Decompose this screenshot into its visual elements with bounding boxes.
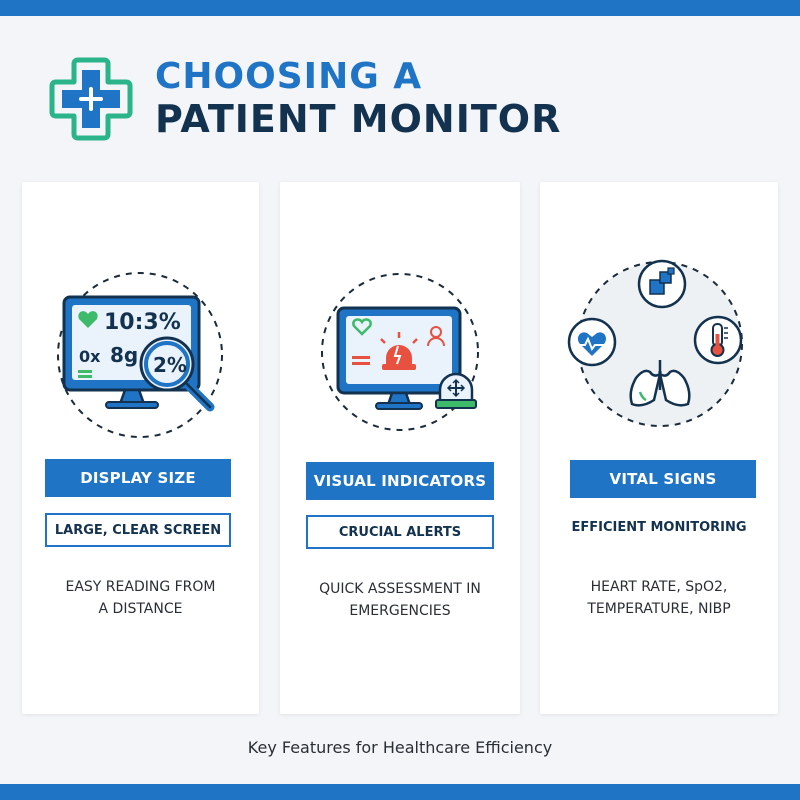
card-title-vital-signs: VITAL SIGNS [570, 460, 756, 498]
person-icon [427, 326, 445, 347]
description-line: HEART RATE, SpO2, [590, 579, 728, 595]
description-line: TEMPERATURE, NIBP [587, 601, 731, 617]
magnifier-icon [139, 336, 215, 412]
heart-icon [352, 318, 372, 336]
card-subtitle-vital-signs: EFFICIENT MONITORING [571, 520, 747, 535]
monitor-reading-1: 10:3% [104, 310, 181, 335]
footer-caption: Key Features for Healthcare Efficiency [247, 738, 553, 757]
card-description-display-size: EASY READING FROM A DISTANCE [22, 576, 259, 620]
monitor-reading-2a: 0x [79, 347, 101, 366]
description-line: EMERGENCIES [349, 603, 451, 619]
page-title-line1: CHOOSING A [155, 56, 423, 97]
oximeter-icon [637, 259, 687, 309]
display-size-illustration: 10:3% 0x 8g 2% [57, 272, 223, 438]
magnified-reading: 2% [153, 353, 187, 377]
siren-icon [380, 332, 418, 370]
card-description-visual-indicators: QUICK ASSESSMENT IN EMERGENCIES [280, 578, 520, 622]
thermometer-icon [693, 315, 743, 365]
feature-card-visual-indicators: VISUAL INDICATORS CRUCIAL ALERTS QUICK A… [280, 182, 520, 714]
visual-indicators-illustration [321, 273, 479, 431]
page-title-line2: PATIENT MONITOR [155, 97, 562, 141]
card-description-vital-signs: HEART RATE, SpO2, TEMPERATURE, NIBP [540, 576, 778, 620]
card-subtitle-display-size: LARGE, CLEAR SCREEN [45, 513, 231, 547]
card-subtitle-visual-indicators: CRUCIAL ALERTS [306, 515, 494, 549]
description-line: EASY READING FROM [65, 579, 216, 595]
description-line: QUICK ASSESSMENT IN [319, 581, 481, 597]
card-title-display-size: DISPLAY SIZE [45, 459, 231, 497]
medical-cross-logo-icon [49, 57, 133, 141]
card-title-visual-indicators: VISUAL INDICATORS [306, 462, 494, 500]
monitor-reading-2b: 8g [110, 343, 138, 367]
lungs-icon [629, 360, 691, 407]
heart-rate-icon [567, 317, 617, 367]
feature-card-vital-signs: VITAL SIGNS EFFICIENT MONITORING HEART R… [540, 182, 778, 714]
vital-signs-illustration [567, 259, 743, 427]
bottom-accent-bar [0, 784, 800, 800]
feature-card-display-size: 10:3% 0x 8g 2% DISPLAY SIZE LARGE, CLEAR… [22, 182, 259, 714]
top-accent-bar [0, 0, 800, 16]
heart-icon [78, 311, 98, 328]
alarm-device-icon [435, 372, 477, 409]
description-line: A DISTANCE [98, 601, 183, 617]
